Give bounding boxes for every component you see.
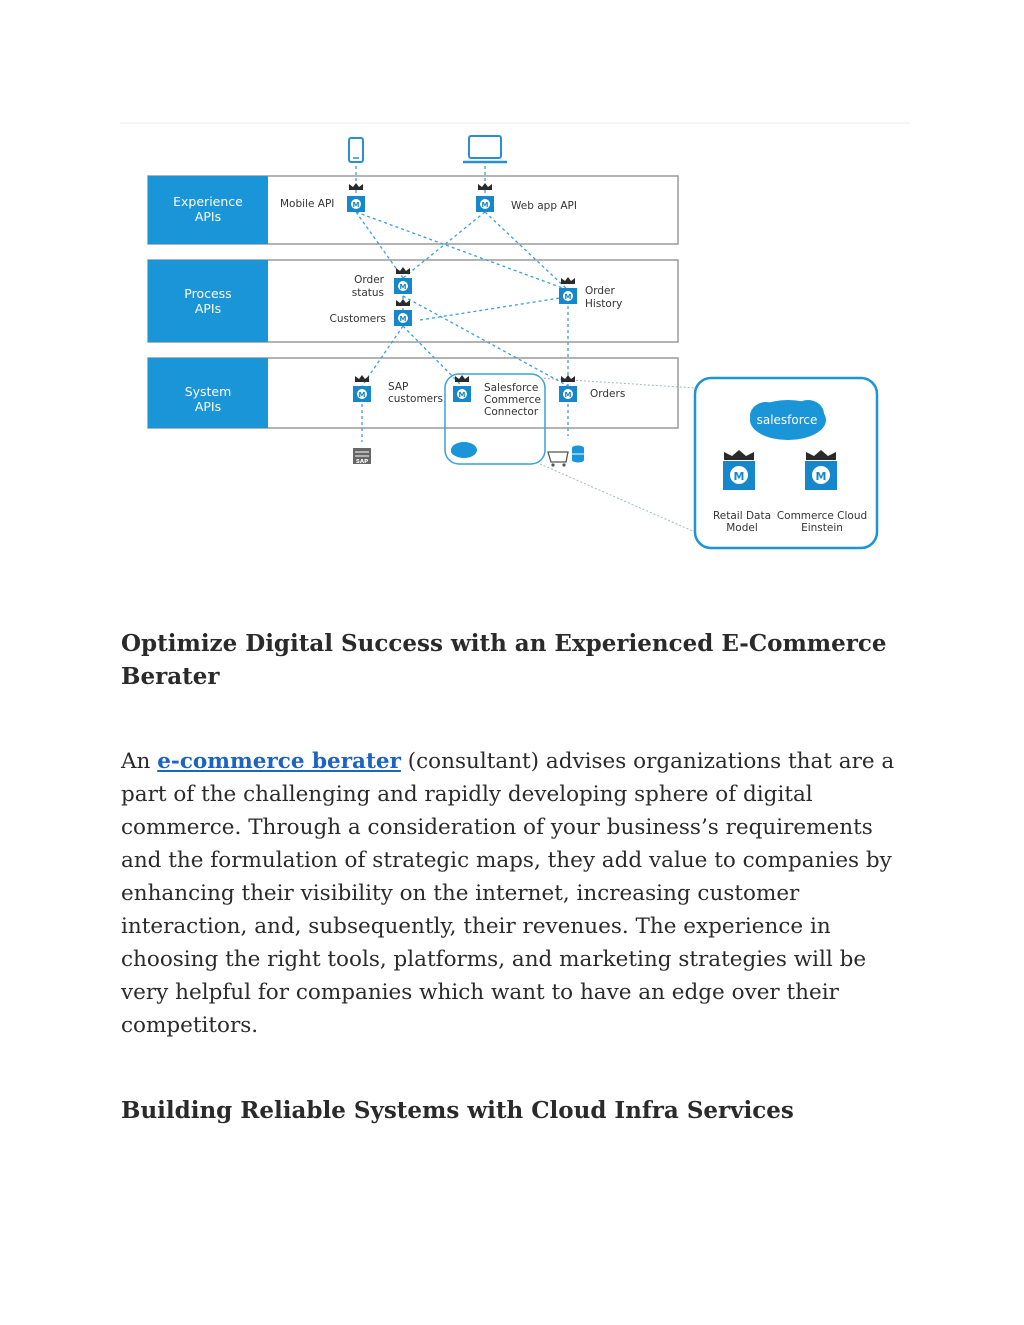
commerce-cloud-einstein-label-2: Einstein (801, 522, 843, 534)
layer-process-label-1: Process (184, 286, 231, 301)
mobile-api-label: Mobile API (280, 198, 334, 210)
orders-label: Orders (590, 388, 625, 400)
retail-data-model-label-1: Retail Data (713, 510, 771, 522)
mulesoft-logo-text: M (353, 201, 360, 209)
layer-process-label-2: APIs (195, 301, 221, 316)
shopping-cart-icon (547, 451, 569, 467)
mulesoft-logo-text: M (482, 201, 489, 209)
customers-label: Customers (330, 313, 386, 325)
mulesoft-logo-text: M (734, 470, 745, 483)
connector-lines (355, 166, 569, 442)
paragraph-body: (consultant) advises organizations that … (121, 749, 895, 1038)
salesforce-connector-node: M Salesforce Commerce Connector (453, 375, 541, 418)
order-status-label-1: Order (354, 274, 385, 286)
customers-node: M Customers (330, 299, 412, 326)
mulesoft-logo-text: M (816, 470, 827, 483)
sap-customers-label-1: SAP (388, 381, 408, 393)
order-status-node: M Order status (352, 267, 412, 299)
mobile-phone-icon (348, 137, 364, 163)
ecommerce-berater-link[interactable]: e-commerce berater (157, 749, 401, 774)
salesforce-callout: salesforce M Retail Data Model M Commerc… (693, 376, 879, 550)
orders-node: M Orders (559, 375, 625, 402)
layer-system: System APIs (147, 357, 679, 429)
commerce-cloud-einstein-node: M Commerce Cloud Einstein (777, 450, 867, 534)
retail-data-model-label-2: Model (726, 522, 758, 534)
section-heading-ecommerce-berater: Optimize Digital Success with an Experie… (121, 630, 887, 690)
architecture-diagram: Experience APIs Process APIs System APIs (120, 120, 910, 560)
sf-connector-label-2: Commerce (484, 394, 541, 406)
mulesoft-logo-text: M (565, 391, 572, 399)
laptop-icon (463, 135, 507, 164)
sap-customers-node: M SAP customers (353, 375, 443, 405)
mulesoft-logo-text: M (459, 391, 466, 399)
layer-experience: Experience APIs (147, 175, 679, 245)
mulesoft-logo-text: M (565, 293, 572, 301)
mulesoft-logo-text: M (400, 283, 407, 291)
sap-logo-icon: SAP (353, 448, 371, 465)
mulesoft-logo-text: M (400, 315, 407, 323)
section-heading-cloud-infra: Building Reliable Systems with Cloud Inf… (121, 1097, 794, 1124)
layer-process: Process APIs (147, 259, 679, 343)
order-history-node: M Order History (559, 277, 622, 310)
commerce-cloud-einstein-label-1: Commerce Cloud (777, 510, 867, 522)
retail-data-model-node: M Retail Data Model (713, 450, 771, 534)
salesforce-cloud-logo: salesforce (750, 400, 826, 440)
layer-system-label-1: System (185, 384, 232, 399)
sf-connector-label-3: Connector (484, 406, 539, 418)
database-icon (572, 445, 584, 463)
connector-highlight-box (444, 373, 546, 465)
salesforce-logo-text: salesforce (757, 413, 818, 427)
mulesoft-logo-text: M (359, 391, 366, 399)
mobile-api-node: M Mobile API (280, 183, 365, 212)
sf-connector-label-1: Salesforce (484, 382, 538, 394)
web-app-api-label: Web app API (511, 200, 577, 212)
article-paragraph: An e-commerce berater (consultant) advis… (121, 745, 911, 1042)
order-history-label-2: History (585, 298, 622, 310)
layer-experience-label-1: Experience (173, 194, 243, 209)
layer-experience-label-2: APIs (195, 209, 221, 224)
sap-logo-text: SAP (356, 459, 368, 465)
paragraph-prefix: An (121, 749, 158, 774)
web-app-api-node: M Web app API (476, 183, 577, 212)
salesforce-cloud-small-icon (451, 442, 477, 458)
sap-customers-label-2: customers (388, 393, 443, 405)
layer-system-label-2: APIs (195, 399, 221, 414)
order-history-label-1: Order (585, 285, 616, 297)
order-status-label-2: status (352, 287, 384, 299)
